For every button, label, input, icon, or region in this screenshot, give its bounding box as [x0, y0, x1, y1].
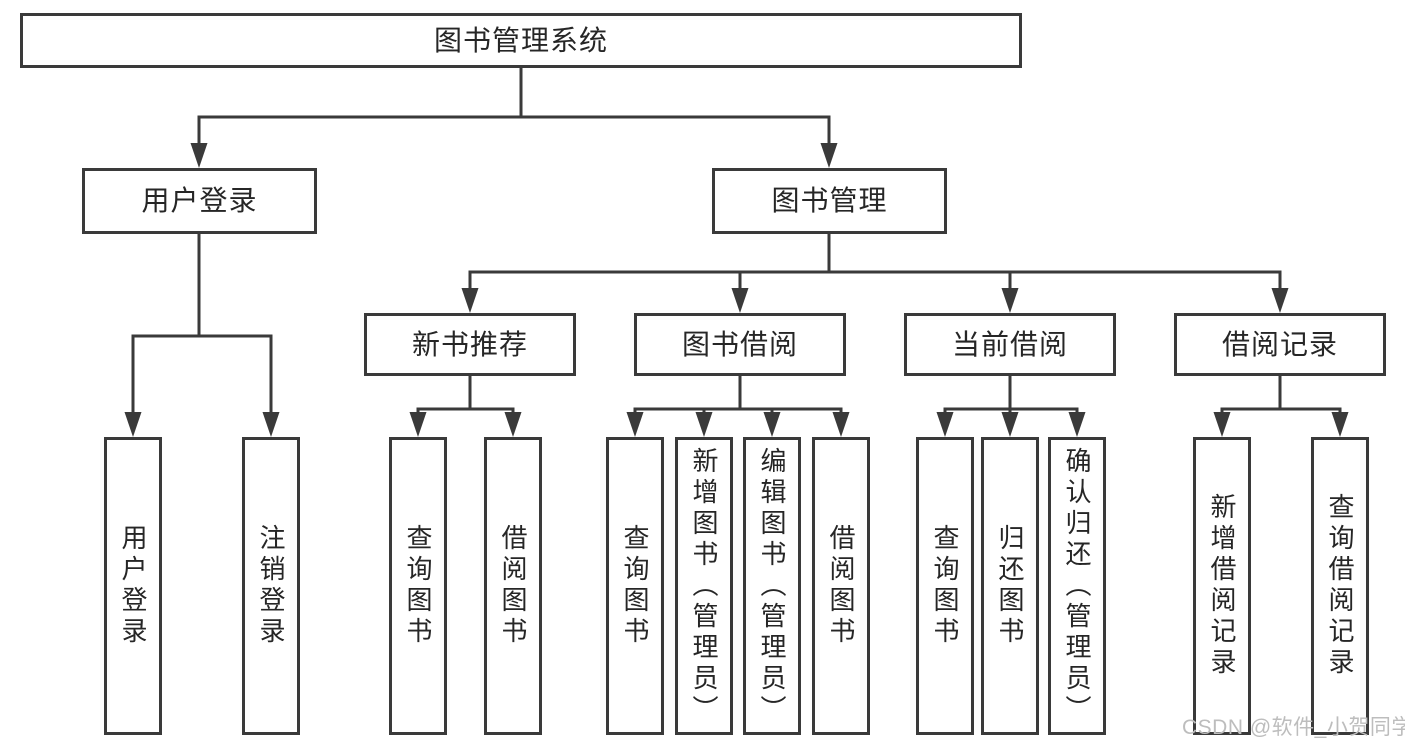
- node-br-add-record: 新增借阅记录: [1193, 437, 1251, 735]
- node-bb-query-books: 查询图书: [606, 437, 664, 735]
- arrowhead: [820, 143, 838, 168]
- arrowhead: [190, 143, 208, 168]
- arrowhead: [936, 412, 954, 437]
- node-label: 借阅图书: [826, 524, 856, 648]
- node-label: 新书推荐: [411, 328, 528, 360]
- node-bb-edit-books-admin: 编辑图书（管理员）: [743, 437, 801, 735]
- csdn-watermark: CSDN @软件_小贺同学: [1182, 716, 1405, 739]
- node-label: 借阅记录: [1221, 328, 1338, 360]
- node-label: 注销登录: [256, 524, 286, 648]
- node-user-login-leaf: 用户登录: [104, 437, 162, 735]
- arrowhead: [1213, 412, 1231, 437]
- node-cb-query-books: 查询图书: [916, 437, 974, 735]
- node-new-book-recommend: 新书推荐: [364, 313, 576, 376]
- arrowhead: [763, 412, 781, 437]
- arrowhead: [832, 412, 850, 437]
- node-label: 查询图书: [620, 524, 650, 648]
- node-label: 用户登录: [118, 524, 148, 648]
- node-nb-query-books: 查询图书: [389, 437, 447, 735]
- arrowhead: [626, 412, 644, 437]
- node-label: 图书管理系统: [433, 24, 608, 56]
- node-label: 借阅图书: [498, 524, 528, 648]
- node-label: 编辑图书（管理员）: [757, 446, 787, 726]
- node-bb-add-books-admin: 新增图书（管理员）: [675, 437, 733, 735]
- node-nb-borrow-books: 借阅图书: [484, 437, 542, 735]
- node-label: 查询图书: [403, 524, 433, 648]
- arrowhead: [1001, 412, 1019, 437]
- node-label: 当前借阅: [951, 328, 1068, 360]
- node-label: 查询图书: [930, 524, 960, 648]
- node-bb-borrow-books: 借阅图书: [812, 437, 870, 735]
- arrowhead: [124, 412, 142, 437]
- arrowhead: [695, 412, 713, 437]
- node-book-borrow: 图书借阅: [634, 313, 846, 376]
- node-label: 查询借阅记录: [1325, 493, 1355, 679]
- node-label: 新增图书（管理员）: [689, 446, 719, 726]
- node-label: 用户登录: [141, 185, 258, 216]
- node-label: 图书借阅: [681, 328, 798, 360]
- arrowhead: [409, 412, 427, 437]
- node-label: 确认归还（管理员）: [1062, 446, 1092, 726]
- node-cb-confirm-return-admin: 确认归还（管理员）: [1048, 437, 1106, 735]
- arrowhead: [1068, 412, 1086, 437]
- node-label: 图书管理: [771, 185, 888, 216]
- arrowhead: [461, 288, 479, 313]
- arrowhead: [1271, 288, 1289, 313]
- node-book-management: 图书管理: [712, 168, 947, 234]
- node-user-login: 用户登录: [82, 168, 317, 234]
- arrowhead: [731, 288, 749, 313]
- node-borrow-records: 借阅记录: [1174, 313, 1386, 376]
- node-logout-leaf: 注销登录: [242, 437, 300, 735]
- node-label: 归还图书: [995, 524, 1025, 648]
- node-br-query-record: 查询借阅记录: [1311, 437, 1369, 735]
- arrowhead: [504, 412, 522, 437]
- arrowhead: [262, 412, 280, 437]
- node-label: 新增借阅记录: [1207, 493, 1237, 679]
- arrowhead: [1001, 288, 1019, 313]
- node-cb-return-books: 归还图书: [981, 437, 1039, 735]
- node-root: 图书管理系统: [20, 13, 1022, 68]
- node-current-borrow: 当前借阅: [904, 313, 1116, 376]
- arrowhead: [1331, 412, 1349, 437]
